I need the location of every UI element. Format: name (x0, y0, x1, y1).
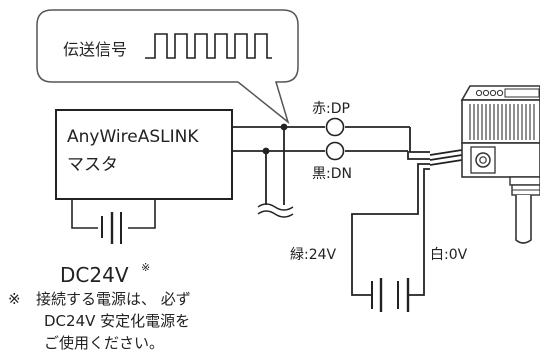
line-break-mark-2 (257, 210, 294, 218)
wire-label-white-0v: 白:0V (430, 247, 468, 263)
wire-label-red-dp: 赤:DP (312, 101, 350, 117)
terminal-dp (325, 117, 345, 137)
master-unit-box (55, 109, 233, 200)
master-power-label: DC24V (60, 263, 129, 287)
note-line-3: ご使用ください。 (44, 334, 164, 352)
master-power-connection (71, 199, 156, 244)
note-line-1: 接続する電源は、 必ず (36, 290, 191, 308)
note-line-2: DC24V 安定化電源を (44, 312, 190, 330)
wire-label-green-24v: 緑:24V (290, 247, 337, 263)
line-break-mark (257, 203, 294, 211)
terminal-dn (325, 141, 345, 161)
transmission-lines (232, 126, 463, 296)
slave-device (460, 85, 540, 244)
bubble-label: 伝送信号 (63, 40, 127, 59)
wire-label-black-dn: 黒:DN (312, 166, 352, 182)
master-power-mark: ※ (141, 261, 150, 274)
junction-dot-dn (262, 147, 270, 155)
master-label-line1: AnyWireASLINK (67, 127, 199, 147)
signal-waveform (145, 33, 272, 59)
junction-dot-dp (280, 123, 288, 131)
master-label-line2: マスタ (67, 155, 118, 175)
signal-bubble (36, 9, 299, 125)
note-mark: ※ (8, 290, 21, 308)
power-supply-battery (371, 278, 410, 312)
